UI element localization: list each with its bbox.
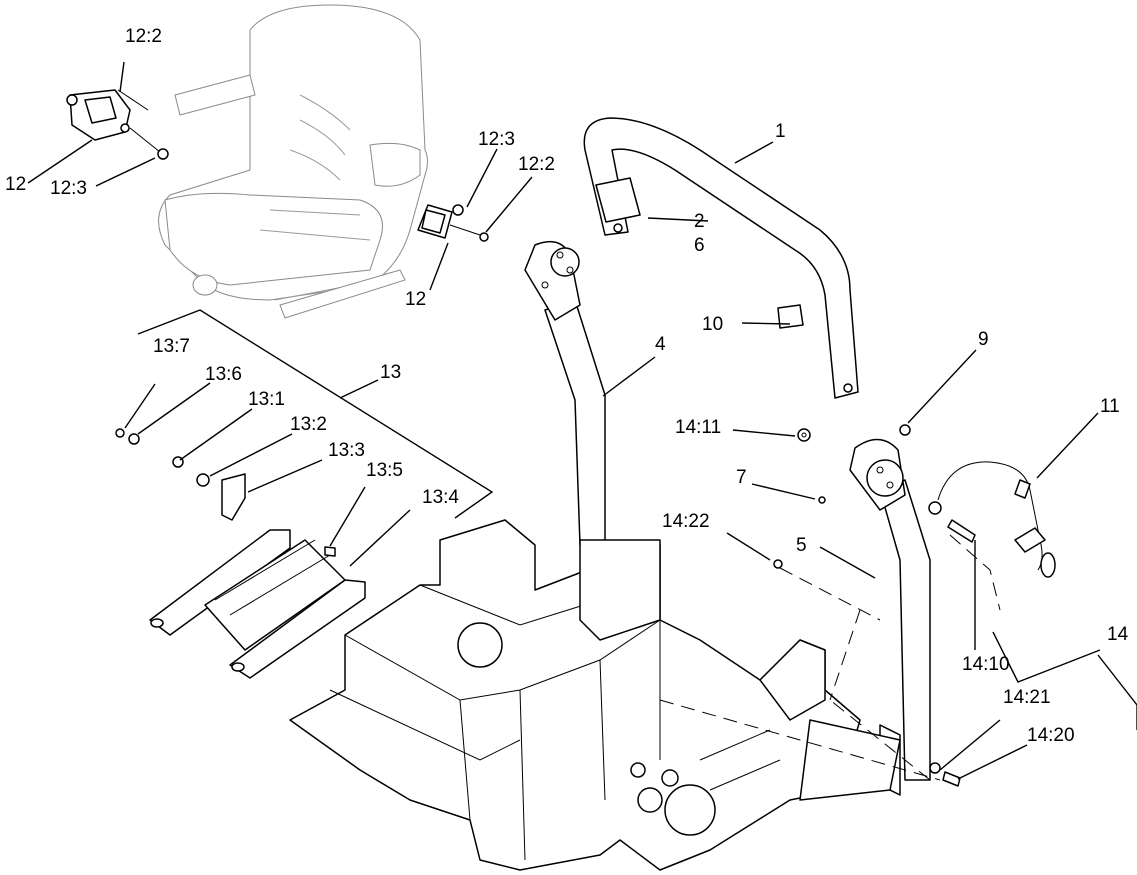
callout-7: 7	[736, 467, 747, 488]
callout-labels: 1 2 4 5 6 7 9 10 11 12 12 12:2 12:2 12:3…	[5, 26, 1129, 746]
seat-illustration	[158, 4, 428, 319]
callout-13-3: 13:3	[328, 440, 365, 461]
mower-main-frame	[289, 519, 901, 871]
callout-14-20: 14:20	[1027, 725, 1075, 746]
callout-6: 6	[694, 235, 705, 256]
callout-4: 4	[655, 334, 666, 355]
callout-13-6: 13:6	[205, 364, 242, 385]
callout-13-1: 13:1	[248, 389, 285, 410]
callout-12-2-left: 12:2	[125, 26, 162, 47]
callout-12-right: 12	[405, 289, 426, 310]
callout-5: 5	[796, 535, 807, 556]
lock-pin-lanyard	[937, 461, 1056, 578]
seat-plate-assembly	[115, 428, 366, 679]
callout-12-left: 12	[5, 174, 26, 195]
callout-13: 13	[380, 362, 401, 383]
callout-13-5: 13:5	[366, 460, 403, 481]
roll-bar-left-upright	[524, 240, 606, 546]
callout-11: 11	[1100, 396, 1120, 417]
callout-14: 14	[1107, 624, 1129, 645]
seat-belt-latch-left	[66, 89, 169, 160]
callout-12-2-right: 12:2	[518, 154, 555, 175]
callout-12-3-left: 12:3	[50, 178, 87, 199]
leader-lines	[27, 61, 1137, 780]
callout-10: 10	[702, 314, 723, 335]
callout-13-4: 13:4	[422, 487, 459, 508]
callout-13-2: 13:2	[290, 414, 327, 435]
seat-belt-buckle-right	[417, 204, 489, 242]
callout-2: 2	[694, 211, 705, 232]
roll-bar-upper-hoop	[583, 117, 859, 399]
callout-13-7: 13:7	[153, 336, 190, 357]
callout-9: 9	[978, 329, 989, 350]
callout-14-21: 14:21	[1003, 687, 1051, 708]
callout-14-10: 14:10	[962, 654, 1010, 675]
hardware-small-parts	[773, 424, 976, 787]
callout-14-22: 14:22	[662, 511, 710, 532]
callout-12-3-right: 12:3	[478, 129, 515, 150]
alignment-dashes	[659, 534, 1001, 781]
callout-1: 1	[775, 121, 786, 142]
callout-14-11: 14:11	[675, 417, 721, 438]
